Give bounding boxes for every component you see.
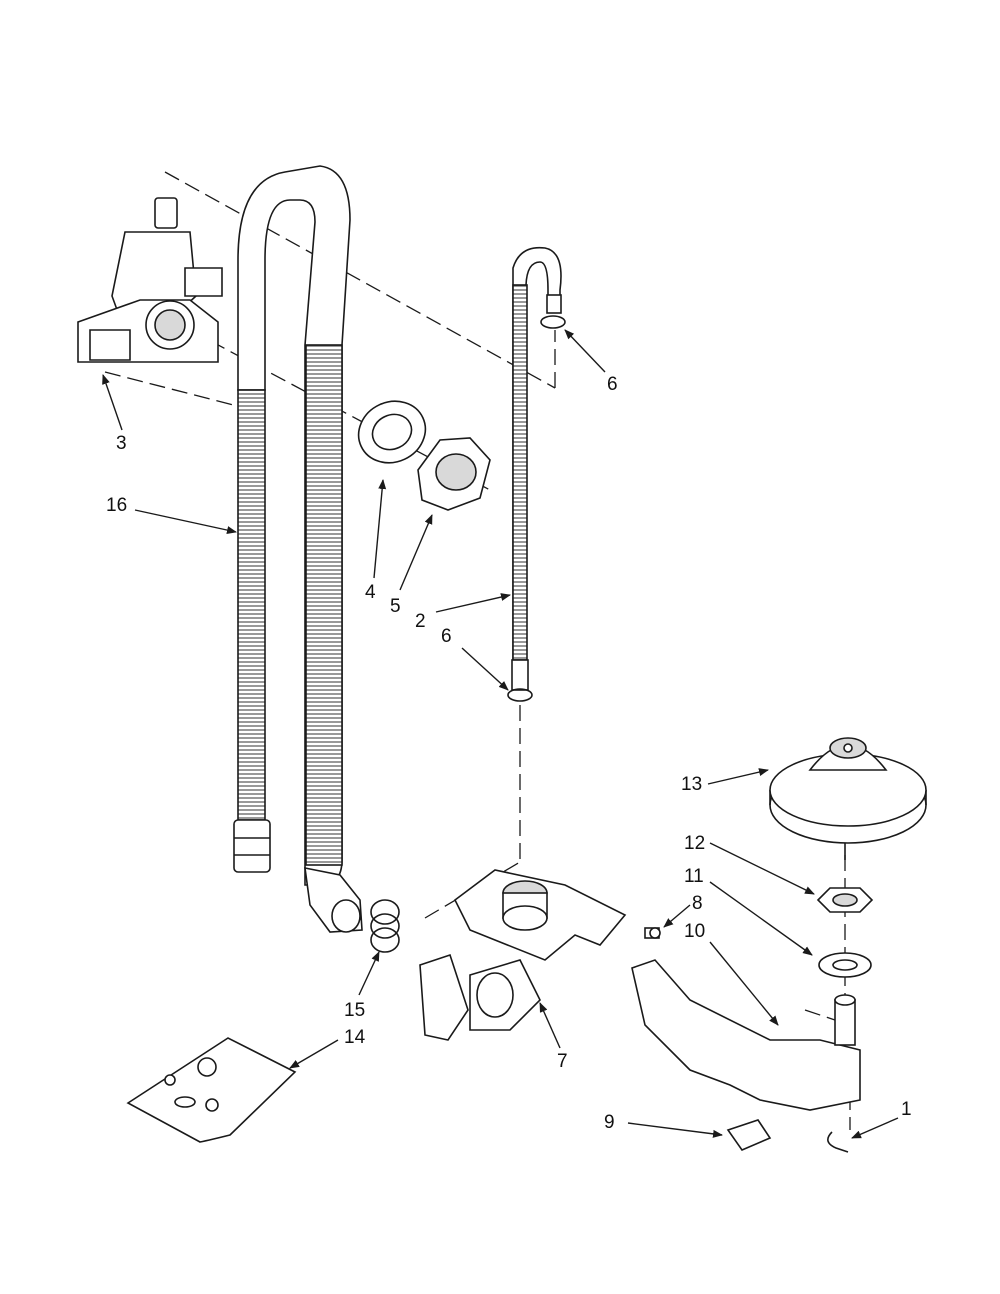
leader-12 bbox=[709, 842, 815, 895]
callout-3: 3 bbox=[116, 433, 127, 454]
hose-clamp-part-15 bbox=[370, 899, 400, 953]
callout-7: 7 bbox=[557, 1051, 568, 1072]
float-switch-housing-part-10 bbox=[631, 959, 861, 1111]
callout-15: 15 bbox=[344, 1000, 366, 1021]
pump-assembly-part-7 bbox=[419, 869, 660, 1041]
callout-4: 4 bbox=[365, 582, 376, 603]
hose-clamp-part-6 bbox=[507, 315, 566, 702]
washer-part-11 bbox=[818, 952, 872, 978]
callout-6-upper: 6 bbox=[607, 374, 618, 395]
leader-8 bbox=[663, 904, 691, 928]
callout-9: 9 bbox=[604, 1112, 615, 1133]
leader-16 bbox=[134, 509, 237, 534]
callout-8: 8 bbox=[692, 893, 703, 914]
vent-bracket-part-3 bbox=[77, 197, 223, 363]
leader-arrows bbox=[102, 329, 899, 1139]
callout-13: 13 bbox=[681, 774, 703, 795]
callout-6-lower: 6 bbox=[441, 626, 452, 647]
leader-14 bbox=[289, 1039, 339, 1069]
callout-14: 14 bbox=[344, 1027, 366, 1048]
callout-16: 16 bbox=[106, 495, 128, 516]
leader-10 bbox=[709, 941, 779, 1026]
leader-7 bbox=[539, 1002, 561, 1049]
leader-11 bbox=[709, 881, 813, 956]
flange-nut-part-5 bbox=[417, 437, 491, 511]
leader-2 bbox=[435, 593, 511, 613]
float-part-13 bbox=[769, 737, 927, 860]
callout-11: 11 bbox=[684, 866, 704, 887]
leader-6-lower bbox=[461, 647, 509, 691]
leader-3 bbox=[102, 374, 123, 431]
leader-13 bbox=[707, 768, 769, 785]
leader-6-upper bbox=[564, 329, 606, 373]
leader-5 bbox=[399, 514, 433, 591]
callout-10: 10 bbox=[684, 921, 706, 942]
gasket-part-4 bbox=[357, 400, 427, 464]
drain-hose-part-16 bbox=[233, 165, 363, 933]
callout-5: 5 bbox=[390, 596, 401, 617]
leader-1 bbox=[851, 1117, 899, 1139]
nut-part-12 bbox=[816, 887, 874, 913]
callout-2: 2 bbox=[415, 611, 426, 632]
clip-part-1 bbox=[827, 1131, 849, 1153]
screw-part-8 bbox=[649, 927, 661, 939]
callout-12: 12 bbox=[684, 833, 706, 854]
micro-switch-part-9 bbox=[726, 1119, 772, 1151]
fill-hose-part-2 bbox=[511, 246, 562, 691]
hardware-bag-part-14 bbox=[126, 1037, 297, 1143]
leader-4 bbox=[373, 479, 387, 579]
callout-1: 1 bbox=[901, 1099, 912, 1120]
leader-9 bbox=[627, 1122, 723, 1138]
leader-15 bbox=[358, 951, 380, 996]
